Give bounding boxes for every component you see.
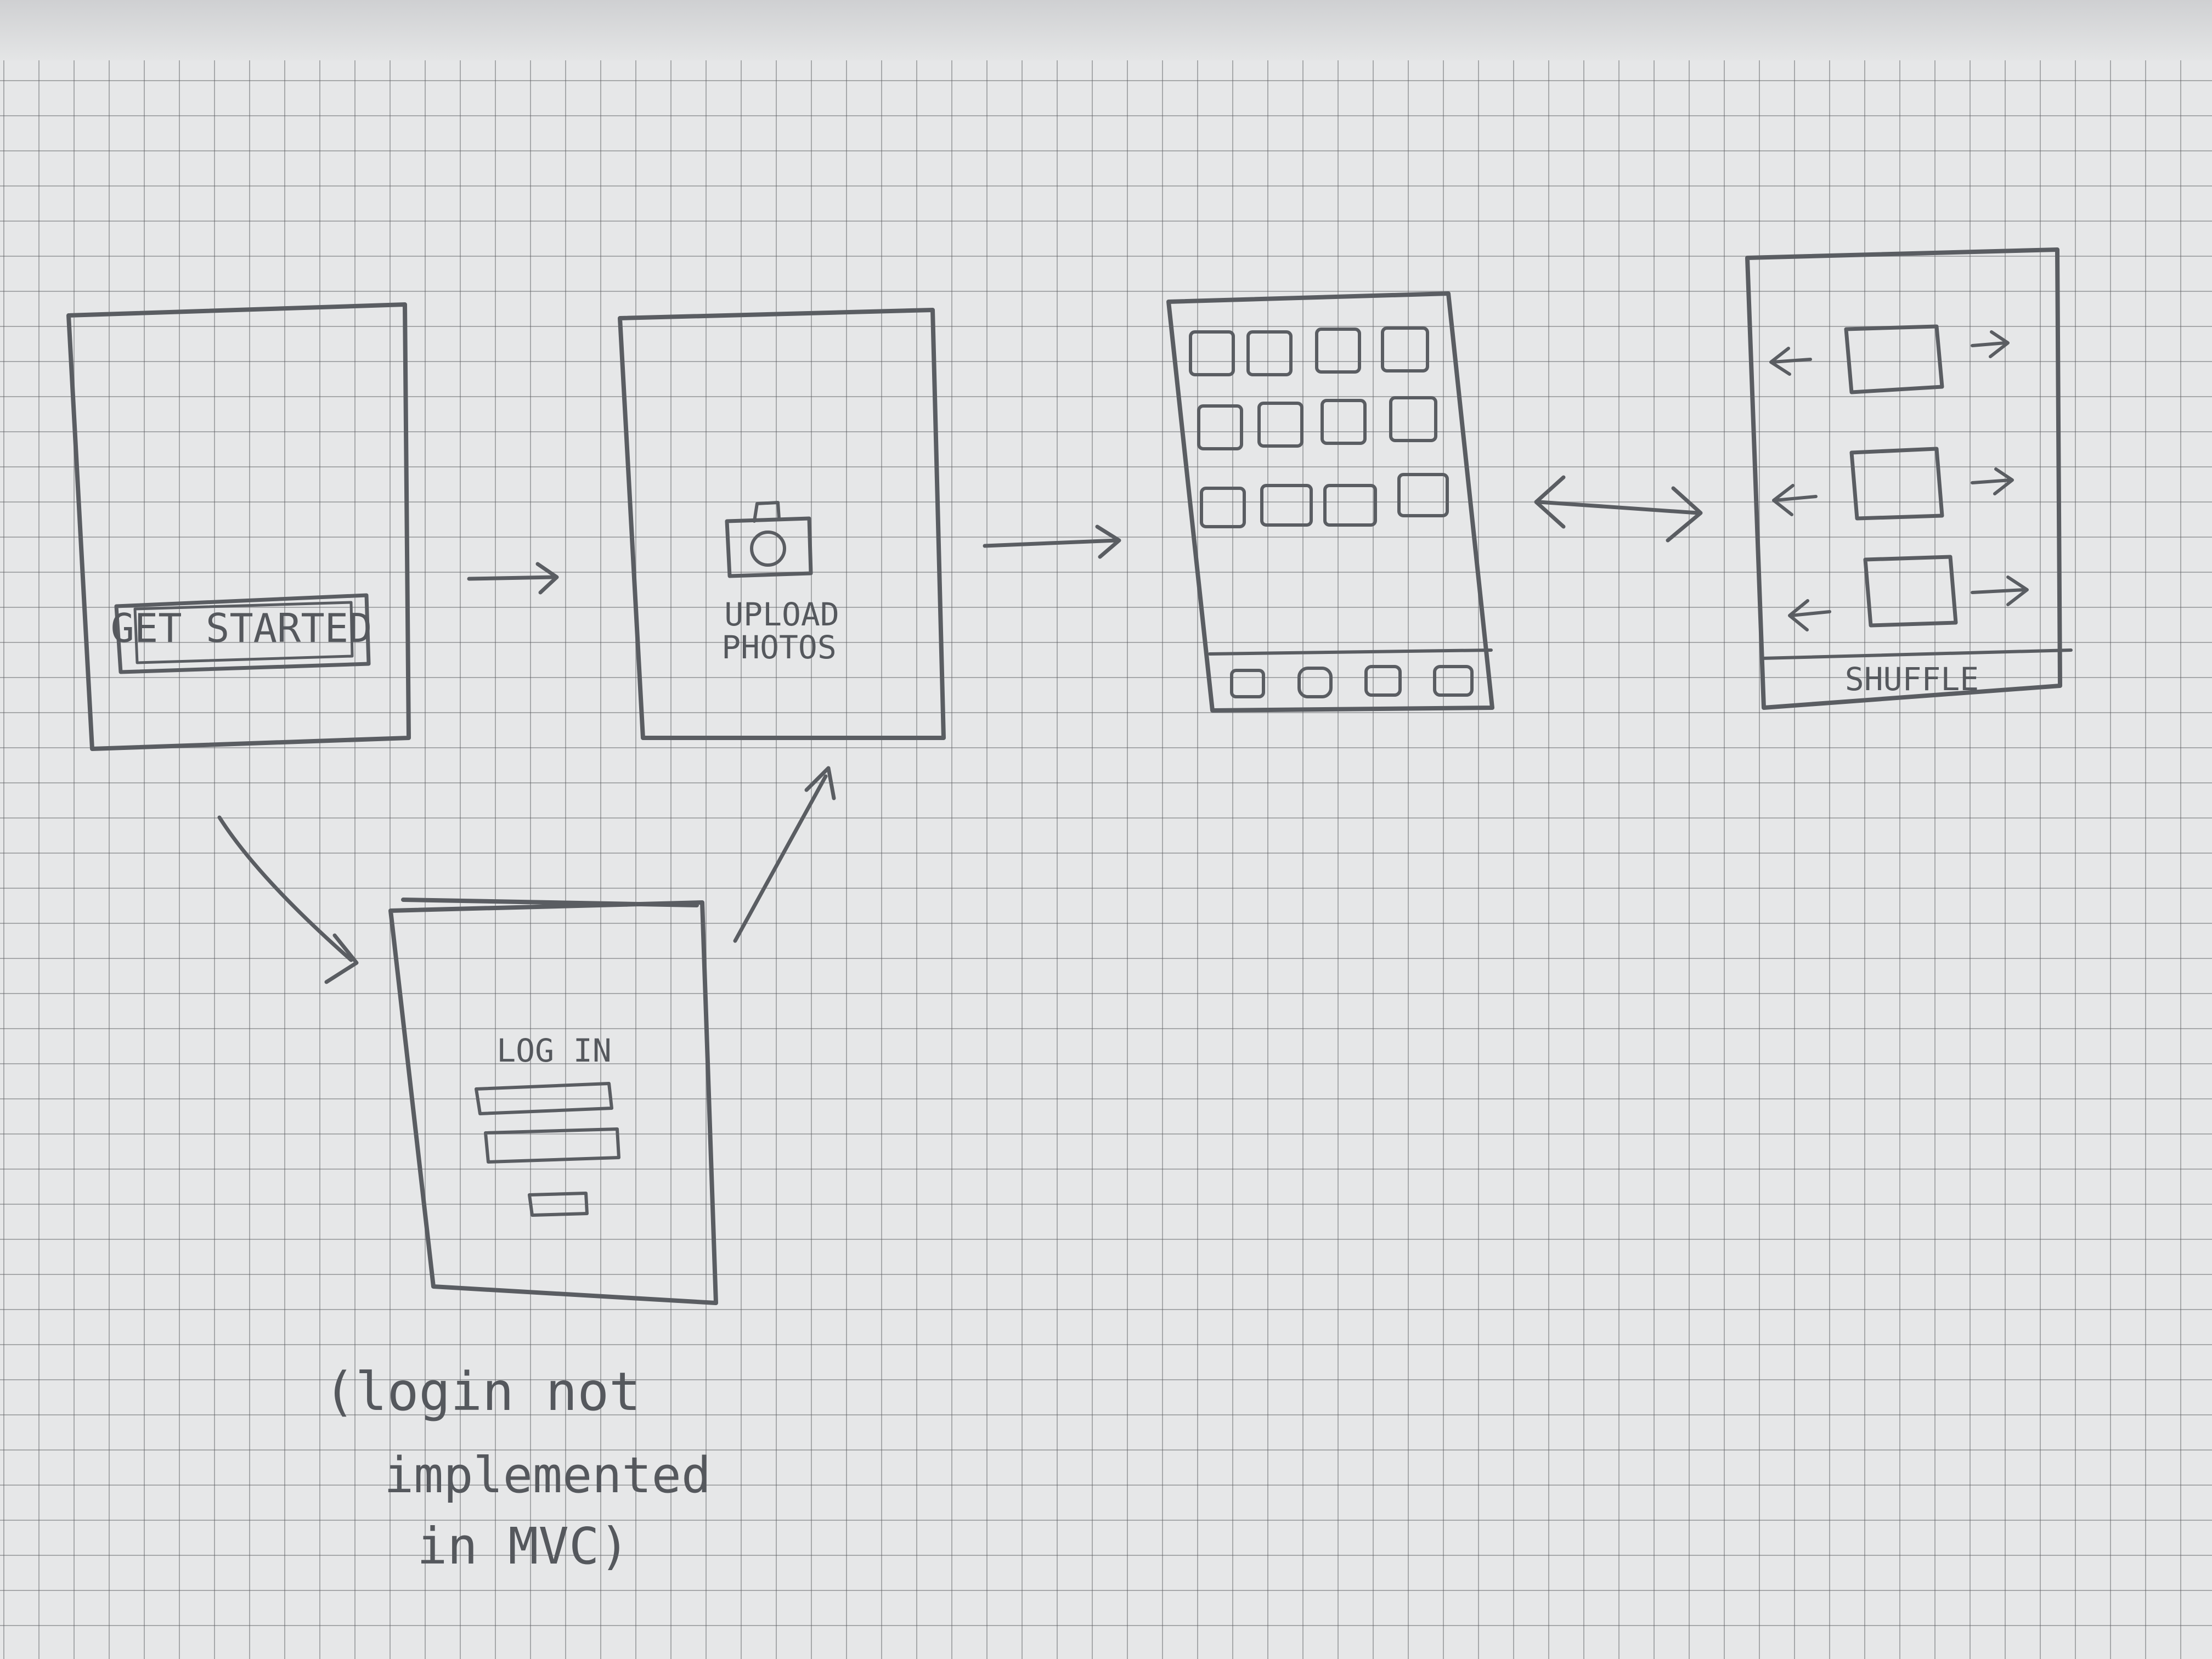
gallery-screen-sketch	[1166, 291, 1494, 713]
get-started-button[interactable]: GET STARTED	[111, 593, 373, 674]
detail-screen-sketch: SHUFFLE	[1745, 247, 2073, 710]
photo-thumbnail[interactable]	[1315, 328, 1361, 374]
photo-thumbnail[interactable]	[1197, 404, 1243, 450]
login-screen-sketch: LOG IN	[388, 898, 718, 1305]
arrow-right-icon[interactable]	[1971, 575, 2029, 606]
login-title: LOG IN	[496, 1032, 612, 1069]
upload-photos-button[interactable]: UPLOAD PHOTOS	[721, 501, 839, 666]
flow-arrow-gallery-detail	[1534, 475, 1703, 543]
shuffle-label: SHUFFLE	[1845, 661, 1979, 698]
arrow-right-icon[interactable]	[1971, 467, 2014, 495]
photo-card[interactable]	[1863, 555, 1958, 628]
shuffle-button[interactable]: SHUFFLE	[1760, 648, 2073, 698]
arrow-left-icon[interactable]	[1788, 599, 1831, 631]
flow-arrow-welcome-to-upload	[467, 562, 559, 595]
photo-grid	[1189, 326, 1449, 528]
upload-screen-sketch: UPLOAD PHOTOS	[618, 308, 946, 740]
photo-thumbnail[interactable]	[1321, 399, 1367, 445]
photo-thumbnail[interactable]	[1200, 487, 1246, 528]
arrow-left-icon[interactable]	[1769, 347, 1812, 376]
welcome-screen-sketch: GET STARTED	[66, 302, 411, 751]
tab-icon[interactable]	[1433, 665, 1474, 697]
photo-card[interactable]	[1844, 324, 1944, 394]
photo-card[interactable]	[1849, 447, 1944, 521]
bottom-tab-bar	[1208, 648, 1493, 698]
photo-thumbnail[interactable]	[1246, 330, 1293, 376]
photo-thumbnail[interactable]	[1257, 402, 1304, 448]
photo-thumbnail[interactable]	[1397, 473, 1449, 517]
note-line-1: (login not	[324, 1361, 641, 1423]
password-field[interactable]	[484, 1127, 620, 1164]
handwritten-note: (login not implemented in MVC)	[324, 1361, 711, 1576]
tab-icon[interactable]	[1297, 667, 1333, 698]
note-line-2: implemented	[384, 1447, 711, 1504]
paper-edge	[0, 0, 2212, 60]
flow-arrow-upload-to-gallery	[983, 524, 1121, 559]
flow-arrow-login-to-upload	[733, 766, 836, 943]
note-line-3: in MVC)	[417, 1517, 630, 1576]
flow-arrow-welcome-to-login	[217, 815, 359, 984]
tab-icon[interactable]	[1230, 669, 1265, 698]
camera-icon	[725, 501, 813, 578]
username-field[interactable]	[475, 1082, 613, 1115]
arrow-left-icon[interactable]	[1772, 484, 1818, 516]
photos-label: PHOTOS	[721, 629, 837, 666]
photo-thumbnail[interactable]	[1189, 330, 1235, 376]
photo-thumbnail[interactable]	[1323, 484, 1377, 527]
tab-icon[interactable]	[1364, 665, 1402, 697]
photo-thumbnail[interactable]	[1389, 396, 1437, 442]
login-submit-button[interactable]	[528, 1192, 589, 1217]
upload-label: UPLOAD	[724, 596, 839, 633]
photo-thumbnail[interactable]	[1381, 326, 1429, 373]
arrow-right-icon[interactable]	[1971, 330, 2010, 358]
photo-thumbnail[interactable]	[1260, 484, 1313, 527]
get-started-label: GET STARTED	[111, 605, 373, 651]
